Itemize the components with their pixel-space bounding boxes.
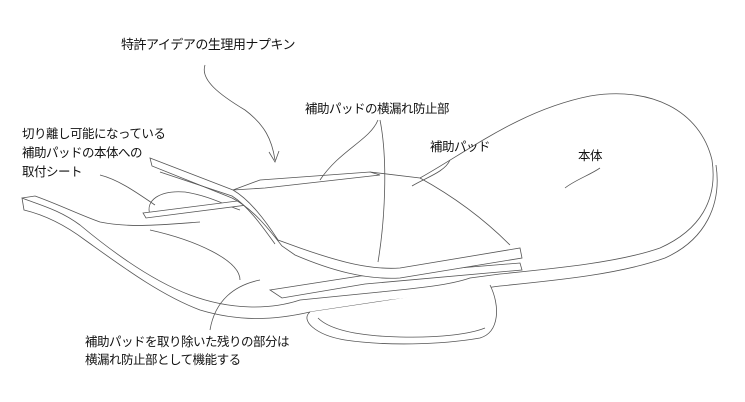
- aux-pad-side: [370, 172, 510, 245]
- label-side-leak-guard: 補助パッドの横漏れ防止部: [305, 99, 449, 118]
- label-remaining-line2: 横漏れ防止部として機能する: [85, 350, 241, 369]
- label-attach-sheet-line1: 切り離し可能になっている: [22, 124, 165, 143]
- diagram-title: 特許アイデアの生理用ナプキン: [121, 36, 295, 55]
- label-attach-sheet-line2: 補助パッドの本体への: [22, 143, 142, 162]
- side-leak-guard-top: [233, 172, 380, 190]
- label-main-body: 本体: [578, 146, 602, 165]
- label-remaining-line1: 補助パッドを取り除いた残りの部分は: [85, 332, 289, 351]
- label-attach-sheet-line3: 取付シート: [22, 162, 82, 181]
- leader-guard-2: [378, 120, 385, 262]
- label-aux-pad: 補助パッド: [430, 137, 490, 156]
- leader-attach-2: [150, 230, 240, 280]
- leader-attach-1: [100, 175, 155, 205]
- leader-guard-1: [320, 120, 378, 180]
- leader-title: [204, 65, 275, 160]
